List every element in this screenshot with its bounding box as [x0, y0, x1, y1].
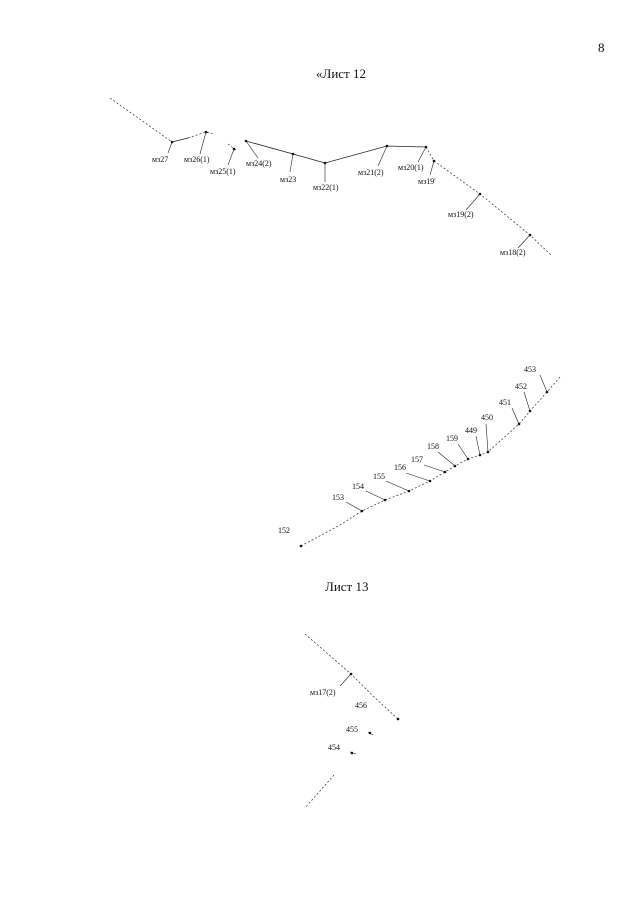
boundary-segment	[425, 146, 553, 257]
leader-line	[465, 193, 481, 211]
boundary-segment	[187, 131, 215, 139]
point-label: мз17(2)	[310, 688, 336, 697]
sheet-13-title: Лист 13	[325, 579, 369, 594]
point-label: 155	[373, 472, 385, 481]
boundary-segment	[245, 140, 427, 164]
leader-line	[385, 480, 410, 492]
leader-line	[417, 146, 427, 163]
point-label: мз27	[152, 155, 168, 164]
point-label: мз21(2)	[358, 168, 384, 177]
page-number: 8	[598, 40, 605, 55]
boundary-segment	[171, 137, 189, 143]
leader-line	[539, 374, 548, 393]
point-label: мз20(1)	[398, 163, 424, 172]
leader-line	[405, 472, 431, 482]
leader-line	[429, 160, 435, 176]
point-label: 158	[427, 442, 439, 451]
point-label: 453	[524, 365, 536, 374]
leader-line	[345, 501, 363, 512]
leader-line	[365, 490, 386, 501]
point-label: 152	[278, 526, 290, 535]
leader-line	[457, 443, 469, 460]
sheet-12-title: «Лист 12	[316, 66, 366, 81]
point-label: мз25(1)	[210, 167, 236, 176]
leader-line	[511, 407, 520, 425]
point-label: мз24(2)	[246, 159, 272, 168]
boundary-segment	[304, 633, 399, 720]
boundary-point	[299, 544, 303, 548]
boundary-point	[350, 751, 354, 755]
leader-line	[485, 423, 489, 453]
leader-line	[423, 464, 446, 473]
boundary-segment	[300, 376, 561, 547]
point-label: 456	[355, 701, 367, 710]
leader-line	[523, 391, 531, 412]
point-label: 451	[499, 398, 511, 407]
leader-line	[475, 435, 481, 456]
point-label: 157	[411, 455, 423, 464]
point-label: 455	[346, 725, 358, 734]
point-label: мз18(2)	[500, 248, 526, 257]
leader-line	[377, 145, 388, 167]
point-label: мз19'	[418, 177, 436, 186]
leader-line	[167, 141, 173, 154]
boundary-point	[396, 717, 400, 721]
point-label: 159	[446, 434, 458, 443]
boundary-segment	[304, 774, 335, 809]
point-label: 156	[394, 463, 406, 472]
leader-line	[289, 153, 294, 173]
point-label: 450	[481, 413, 493, 422]
sheet-13-boundary: мз17(2) 456 455 454	[304, 633, 400, 809]
point-label: мз22(1)	[313, 183, 339, 192]
leader-line	[227, 148, 235, 166]
point-label: 454	[328, 743, 340, 752]
point-label: мз19(2)	[448, 210, 474, 219]
boundary-segment	[109, 97, 173, 143]
leader-line	[199, 131, 207, 155]
point-label: мз23	[280, 175, 296, 184]
point-label: мз26(1)	[184, 155, 210, 164]
point-label: 153	[332, 493, 344, 502]
point-label: 452	[515, 382, 527, 391]
point-label: 154	[352, 482, 364, 491]
leader-line	[437, 451, 456, 467]
sheet-12-lower-boundary: 453 452 451 450 449 159 158 157 156 155 …	[278, 365, 561, 548]
point-label: 449	[465, 426, 477, 435]
leader-line	[517, 234, 531, 249]
boundary-point	[368, 731, 372, 735]
leader-line	[339, 673, 352, 687]
leader-line	[245, 140, 259, 159]
sheet-12-upper-boundary: мз27 мз26(1) мз25(1) мз24(2) мз23 мз22(1…	[109, 97, 553, 257]
